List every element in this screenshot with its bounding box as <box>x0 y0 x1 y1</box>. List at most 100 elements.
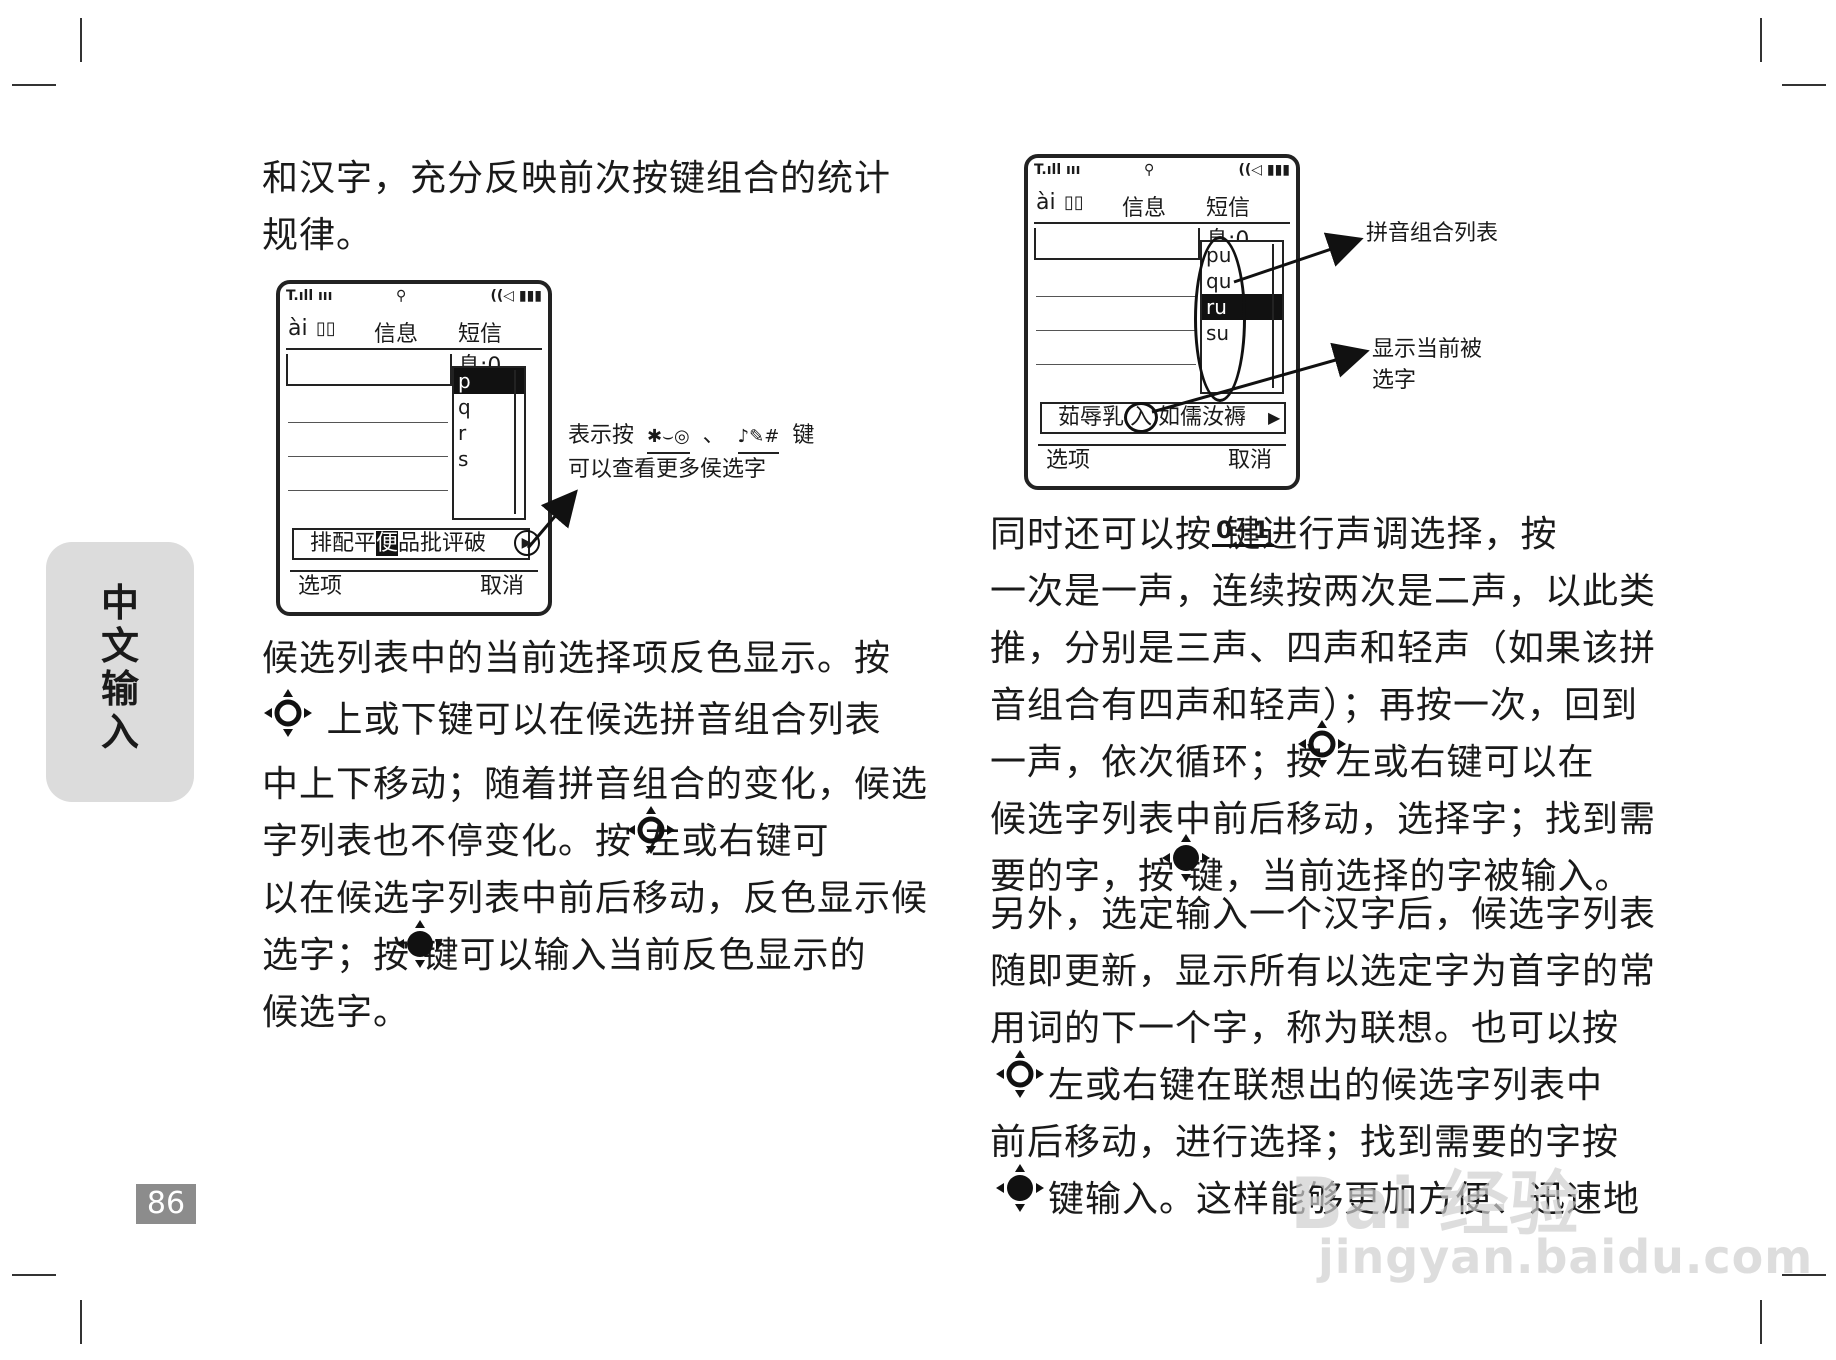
text-fragment: 选字；按 键可以输入当前反色显示的 <box>262 935 867 976</box>
text-line-rule <box>1036 364 1196 365</box>
crop-mark <box>80 1300 82 1344</box>
text-line: 音组合有四声和轻声）；再按一次，回到 <box>990 685 1639 726</box>
sim-icon: ⚲ <box>1144 162 1155 178</box>
annotation-text: 选字 <box>1372 368 1417 393</box>
nav-key-icon <box>994 1048 1046 1104</box>
pinyin-item[interactable]: r <box>458 421 467 445</box>
watermark-url: jingyan.baidu.com <box>1318 1230 1814 1284</box>
keypad-icon: ▯▯ <box>316 318 336 339</box>
candidate-selected[interactable]: 入 <box>1124 402 1159 433</box>
signal-icon: T.ıll ııı <box>286 288 333 304</box>
crop-mark <box>12 1274 56 1276</box>
pinyin-item[interactable]: q <box>458 395 471 419</box>
hash-key-icon: ♪✎# <box>737 421 780 454</box>
left-intro: 和汉字，充分反映前次按键组合的统计 规律。 <box>262 150 891 264</box>
side-tab-char: 输 <box>100 667 139 711</box>
text-line: 前后移动，进行选择；找到需要的字按 <box>990 1122 1620 1163</box>
annotation-text: 表示按 <box>568 423 635 448</box>
text-line: 另外，选定输入一个汉字后，候选字列表 <box>990 894 1657 935</box>
input-mode-label: ài <box>288 316 308 341</box>
text-line: 推，分别是三声、四声和轻声（如果该拼 <box>990 628 1657 669</box>
pinyin-item[interactable]: s <box>458 447 469 471</box>
candidate-chars[interactable]: 茹辱乳 <box>1058 405 1125 430</box>
soft-key-bar: 选项 取消 <box>1038 444 1286 476</box>
phone-screen-1: T.ıll ııı ⚲ ((◁ ▮▮▮ ài ▯▯ 信息 短信息:0 p q r… <box>276 280 552 616</box>
crop-mark <box>1782 1274 1826 1276</box>
watermark-logo: Bai 经验 <box>1290 1163 1579 1245</box>
left-body: 候选列表中的当前选择项反色显示。按 上或下键可以在候选拼音组合列表 中上下移动；… <box>262 630 928 1041</box>
text-line: 候选列表中的当前选择项反色显示。按 <box>262 638 892 679</box>
ok-key-icon <box>394 918 446 974</box>
text-line: 同时还可以按 键进行声调选择，按 <box>990 506 1656 563</box>
text-line-rule <box>288 490 448 491</box>
side-tab-char: 入 <box>100 710 139 754</box>
annotation-text: 可以查看更多侯选字 <box>568 457 767 482</box>
battery-icon: ((◁ ▮▮▮ <box>490 288 542 304</box>
soft-key-left[interactable]: 选项 <box>298 574 343 599</box>
header-title: 信息 <box>374 322 419 347</box>
text-line-rule <box>288 422 448 423</box>
text-fragment: 同时还可以按 键进行声调选择，按 <box>990 514 1558 555</box>
arrow-current-selected <box>1151 342 1370 414</box>
annotation-pinyin-list: 拼音组合列表 <box>1366 221 1499 246</box>
side-tab-char: 中 <box>100 581 139 625</box>
pinyin-item[interactable]: p <box>454 368 524 394</box>
candidate-bar[interactable]: 排配平便品批评破 <box>292 528 530 560</box>
right-arrow-icon[interactable]: ▶ <box>514 530 540 556</box>
text-line: 要的字，按 键，当前选择的字被输入。 <box>990 848 1656 905</box>
annotation-current-selected: 显示当前被 选字 <box>1372 334 1482 396</box>
text-fragment: 上或下键可以在候选拼音组合列表 <box>314 699 882 741</box>
text-line: 以在候选字列表中前后移动，反色显示候 <box>262 878 929 919</box>
scrollbar[interactable] <box>1272 244 1280 388</box>
text-fragment: 字列表也不停变化。按 左或右键可 <box>262 821 830 862</box>
text-line: 上或下键可以在候选拼音组合列表 <box>262 687 928 756</box>
soft-key-right[interactable]: 取消 <box>1227 448 1272 473</box>
arrow-pinyin-list <box>1233 232 1364 284</box>
candidate-chars[interactable]: 如儒汝褥 <box>1158 405 1247 430</box>
ok-key-icon <box>994 1162 1046 1218</box>
crop-mark <box>1782 84 1826 86</box>
text-fragment: 一声，依次循环；按 左或右键可以在 <box>990 742 1595 783</box>
arrow-more-candidates <box>526 489 578 549</box>
right-body-1: 同时还可以按 键进行声调选择，按 一次是一声，连续按两次是二声，以此类 推，分别… <box>990 506 1656 905</box>
sim-icon: ⚲ <box>396 288 407 304</box>
star-key-icon: ✱⌣◎ <box>647 421 690 454</box>
text-line: 规律。 <box>262 215 374 256</box>
candidate-chars[interactable]: 品批评破 <box>398 531 487 556</box>
text-fragment: 左或右键在联想出的候选字列表中 <box>1048 1065 1604 1106</box>
input-mode-label: ài <box>1036 190 1056 215</box>
phone-header: ài ▯▯ 信息 短信息:0 <box>286 314 542 379</box>
crop-mark <box>1760 1300 1762 1344</box>
crop-mark <box>12 84 56 86</box>
annotation-more-candidates: 表示按 ✱⌣◎ 、 ♪✎# 键 可以查看更多侯选字 <box>568 420 814 485</box>
candidate-selected[interactable]: 便 <box>376 531 399 556</box>
soft-key-right[interactable]: 取消 <box>479 574 524 599</box>
header-title: 信息 <box>1122 196 1167 221</box>
scrollbar[interactable] <box>514 370 522 514</box>
crop-mark <box>1760 18 1762 62</box>
text-line-rule <box>1036 296 1196 297</box>
soft-key-left[interactable]: 选项 <box>1046 448 1091 473</box>
text-line-rule <box>1036 330 1196 331</box>
signal-icon: T.ıll ııı <box>1034 162 1081 178</box>
text-line: 候选字。 <box>262 992 411 1033</box>
annotation-text: 显示当前被 <box>1372 337 1483 362</box>
status-bar: T.ıll ııı ⚲ ((◁ ▮▮▮ <box>1034 162 1290 186</box>
text-line: 和汉字，充分反映前次按键组合的统计 <box>262 158 892 199</box>
pinyin-list[interactable]: p q r s <box>452 366 526 520</box>
text-line: 候选字列表中前后移动，选择字；找到需 <box>990 799 1657 840</box>
text-line: 键输入。这样能够更加方便、迅速地 <box>990 1171 1656 1228</box>
candidate-bar[interactable]: 茹辱乳入如儒汝褥 <box>1040 402 1286 434</box>
candidate-chars[interactable]: 排配平 <box>310 531 377 556</box>
text-line: 左或右键在联想出的候选字列表中 <box>990 1057 1656 1114</box>
text-line-rule <box>288 456 448 457</box>
annotation-text: 、 <box>702 423 725 448</box>
text-line: 选字；按 键可以输入当前反色显示的 <box>262 927 928 984</box>
right-arrow-icon[interactable]: ▶ <box>1268 408 1281 427</box>
nav-key-icon <box>262 687 314 756</box>
text-line: 一次是一声，连续按两次是二声，以此类 <box>990 571 1657 612</box>
pinyin-highlight-ellipse <box>1194 236 1246 402</box>
text-line: 一声，依次循环；按 左或右键可以在 <box>990 734 1656 791</box>
nav-key-icon <box>625 804 677 860</box>
